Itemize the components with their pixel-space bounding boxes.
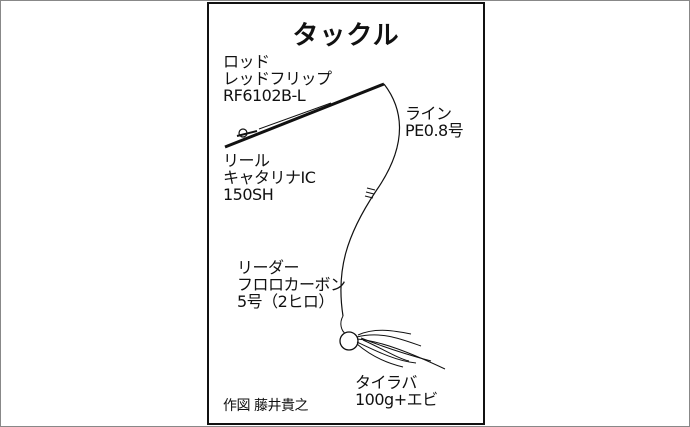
leader-material: フロロカーボン xyxy=(237,275,346,294)
reel-model: 150SH xyxy=(223,185,274,204)
diagram-title: タックル xyxy=(292,21,400,51)
rod-icon xyxy=(224,82,385,149)
credit: 作図 藤井貴之 xyxy=(223,398,308,414)
rod-label: ロッド xyxy=(223,52,270,71)
leader-spec: 5号（2ヒロ） xyxy=(237,292,334,311)
tackle-panel xyxy=(207,2,485,425)
tairaba-lure-icon xyxy=(339,315,446,370)
lure-label: タイラバ xyxy=(355,373,417,392)
reel-name: キャタリナIC xyxy=(223,168,316,187)
rod-model: RF6102B-L xyxy=(223,86,306,105)
lure-spec: 100g+エビ xyxy=(355,390,438,409)
line-spec: PE0.8号 xyxy=(405,121,464,140)
reel-label: リール xyxy=(223,151,270,170)
line-knot-icon xyxy=(364,187,376,199)
main-line xyxy=(340,83,401,317)
line-label: ライン xyxy=(405,104,452,123)
rod-name: レッドフリップ xyxy=(223,69,332,88)
leader-label: リーダー xyxy=(237,258,300,277)
